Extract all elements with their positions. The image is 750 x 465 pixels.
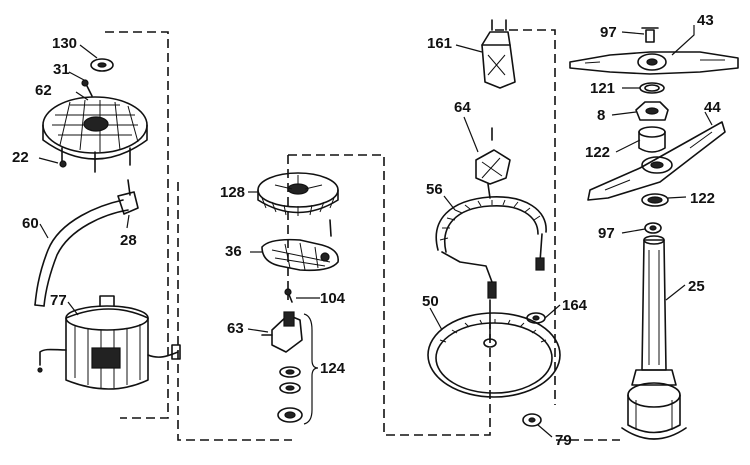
lower-spray-arm	[587, 121, 726, 201]
nut-97-lower	[644, 222, 662, 234]
leader-lines	[38, 25, 713, 438]
callout-8: 8	[597, 107, 605, 124]
center-spray-tower	[621, 235, 687, 440]
callout-164: 164	[562, 297, 588, 314]
screw-104	[284, 288, 293, 303]
manifold-hub	[475, 149, 511, 199]
callout-60: 60	[22, 215, 39, 232]
cap-97	[641, 27, 659, 43]
callout-22: 22	[12, 149, 29, 166]
screw-31	[81, 79, 93, 97]
bearing-ring-122-upper	[638, 126, 666, 153]
check-valve	[261, 311, 303, 353]
washer-164	[526, 312, 546, 324]
hose-clamp	[117, 179, 139, 215]
callout-77: 77	[50, 292, 67, 309]
callout-79: 79	[555, 432, 572, 449]
mounting-bracket	[481, 19, 516, 89]
callout-43: 43	[697, 12, 714, 29]
callout-25: 25	[688, 278, 705, 295]
callout-64: 64	[454, 99, 471, 116]
callout-161: 161	[427, 35, 452, 52]
callout-128: 128	[220, 184, 245, 201]
pump-motor	[37, 295, 181, 390]
locknut-8	[635, 101, 669, 121]
washer-121	[639, 82, 665, 94]
roll-pin	[329, 219, 332, 237]
drain-hose	[34, 199, 129, 307]
callout-56: 56	[426, 181, 443, 198]
callout-122-lower: 122	[690, 190, 715, 207]
callout-31: 31	[53, 61, 70, 78]
callout-124: 124	[320, 360, 346, 377]
callout-28: 28	[120, 232, 137, 249]
spray-tube	[435, 196, 547, 299]
drive-belt-ring	[427, 299, 561, 398]
callout-50: 50	[422, 293, 439, 310]
group-connector-lines	[105, 29, 620, 441]
callout-62: 62	[35, 82, 52, 99]
callout-44: 44	[704, 99, 721, 116]
screw-22	[59, 160, 67, 168]
callout-104: 104	[320, 290, 346, 307]
gear-cover-plate	[261, 238, 339, 272]
bearing-ring-122-lower	[641, 193, 669, 207]
callout-122-upper: 122	[585, 144, 610, 161]
motor-mount-plate	[42, 96, 148, 173]
callout-labels: 130 31 62 22 60 28 77 128 36 104 63 124 …	[12, 12, 721, 449]
callout-121: 121	[590, 80, 615, 97]
callout-130: 130	[52, 35, 77, 52]
nut-79	[522, 413, 542, 427]
callout-97-top: 97	[600, 24, 617, 41]
upper-spray-arm	[569, 51, 739, 75]
seal-kit-parts	[277, 313, 319, 425]
callout-63: 63	[227, 320, 244, 337]
drive-gear	[257, 172, 339, 216]
callout-36: 36	[225, 243, 242, 260]
callout-97-lower: 97	[598, 225, 615, 242]
washer-130	[90, 58, 114, 72]
